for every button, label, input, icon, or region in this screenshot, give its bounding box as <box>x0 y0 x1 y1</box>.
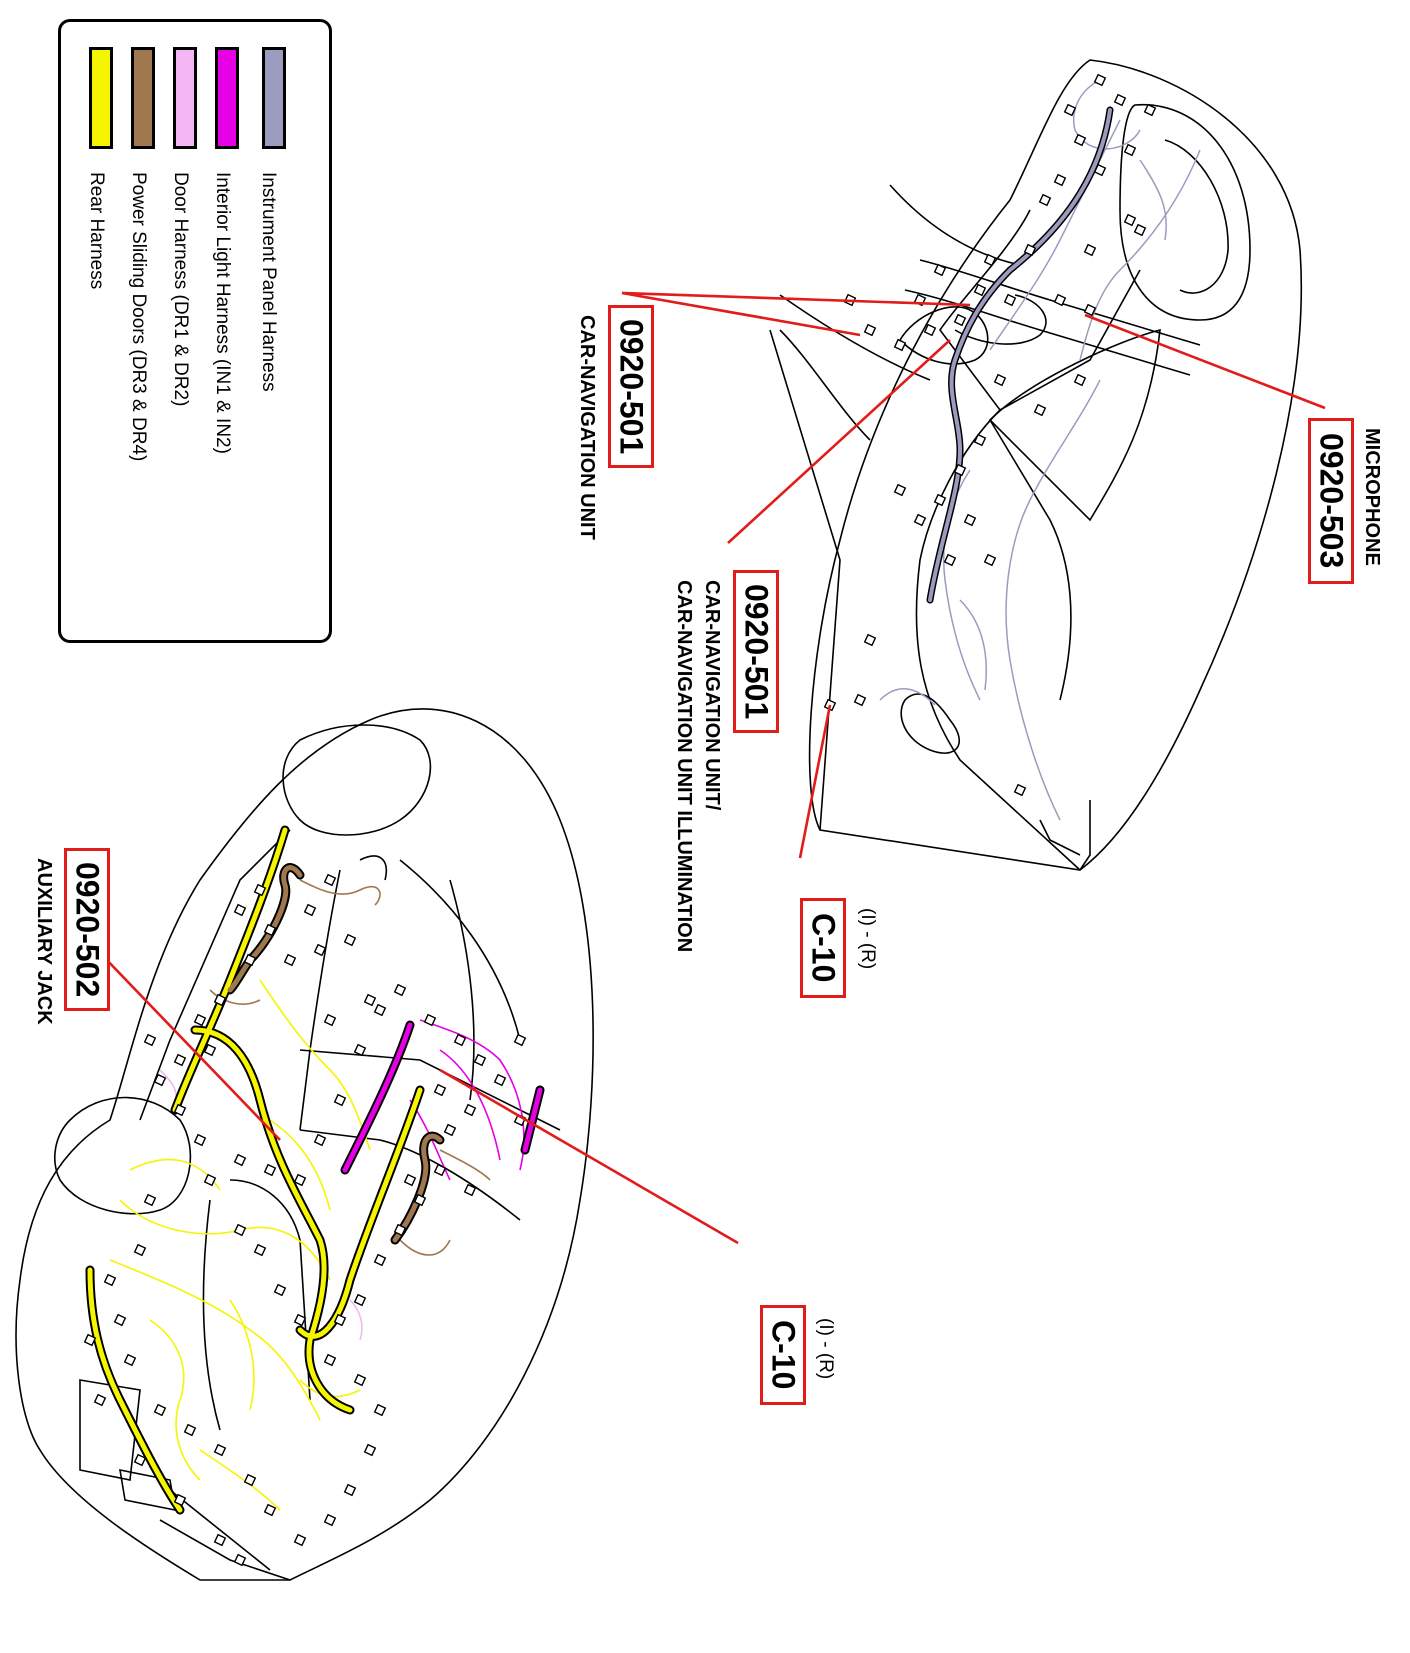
instrument-panel-harness-wires <box>879 79 1201 821</box>
callout-code-c10-top-text: C-10 <box>805 913 842 983</box>
callout-caption-nav-unit: CAR-NAVIGATION UNIT <box>576 315 598 540</box>
callout-code-microphone: 0920-503 <box>1308 418 1354 584</box>
callout-sub-c10-top: (I) - (R) <box>857 908 878 970</box>
callout-code-c10-top: C-10 <box>800 898 846 998</box>
callout-code-nav-unit-text: 0920-501 <box>613 318 650 455</box>
legend-label-power-sliding: Power Sliding Doors (DR3 & DR4) <box>128 172 149 462</box>
callout-caption-nav-illum-1: CAR-NAVIGATION UNIT/ <box>701 580 723 811</box>
legend-swatch-rear <box>89 47 113 149</box>
callout-code-nav-unit: 0920-501 <box>608 305 654 468</box>
legend-label-instrument-panel: Instrument Panel Harness <box>258 172 279 392</box>
legend-label-rear: Rear Harness <box>86 172 107 290</box>
legend-label-door: Door Harness (DR1 & DR2) <box>170 172 191 407</box>
callout-code-aux-jack: 0920-502 <box>64 848 110 1011</box>
power-sliding-door-wires <box>209 879 491 1256</box>
instrument-panel-drawing <box>769 59 1303 871</box>
legend-swatch-instrument-panel <box>262 47 286 149</box>
callout-code-aux-jack-text: 0920-502 <box>69 861 106 998</box>
callout-code-c10-bottom: C-10 <box>760 1305 806 1405</box>
legend-swatch-door <box>173 47 197 149</box>
connector-blocks <box>83 73 1157 1567</box>
callout-code-nav-illum-text: 0920-501 <box>738 583 775 720</box>
callout-code-nav-illum: 0920-501 <box>733 570 779 733</box>
legend-label-interior-light: Interior Light Harness (IN1 & IN2) <box>212 172 233 454</box>
callout-code-c10-bottom-text: C-10 <box>765 1320 802 1390</box>
vehicle-body-drawing <box>15 708 594 1581</box>
callout-leader-lines <box>101 291 1326 1245</box>
legend-swatch-interior-light <box>215 47 239 149</box>
callout-sub-c10-bottom: (I) - (R) <box>815 1318 836 1380</box>
callout-caption-microphone: MICROPHONE <box>1361 428 1383 566</box>
legend-swatch-power-sliding <box>131 47 155 149</box>
callout-caption-nav-illum-2: CAR-NAVIGATION UNIT ILLUMINATION <box>673 580 695 953</box>
harness-legend: Instrument Panel Harness Interior Light … <box>58 19 332 643</box>
callout-caption-aux-jack: AUXILIARY JACK <box>33 858 55 1025</box>
callout-code-microphone-text: 0920-503 <box>1313 433 1350 569</box>
